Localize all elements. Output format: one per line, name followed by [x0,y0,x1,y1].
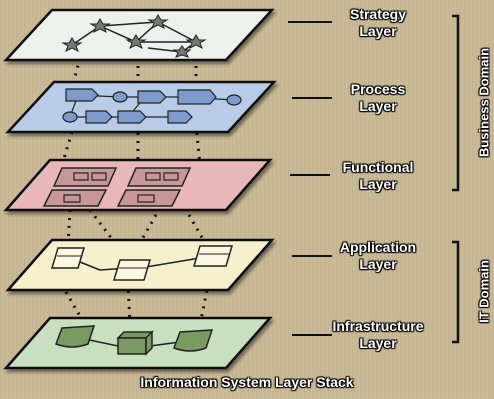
server-node-icon [55,325,96,348]
business-domain-brace [452,14,460,192]
application-layer-label: Application Layer [339,239,417,272]
process-step-icon [167,110,193,124]
function-block-icon [52,167,118,187]
application-component-icon [192,245,234,267]
strategy-layer-plane [3,8,275,62]
functional-layer-plane [3,158,273,212]
process-layer-plane [5,80,277,134]
strategy-star-icon [125,34,147,50]
process-event-icon [62,111,78,123]
it-domain-brace [452,240,460,344]
device-node-icon [117,337,147,355]
process-event-icon [112,91,128,103]
infrastructure-layer-label: Infrastructure Layer [332,318,424,351]
process-step-icon [137,90,167,104]
application-component-icon [50,247,86,269]
function-block-icon [116,189,182,207]
strategy-star-icon [185,34,207,50]
process-plane [5,80,277,134]
function-block-icon [126,167,192,187]
strategy-plane [3,8,275,62]
diagram-caption: Information System Layer Stack [140,374,354,390]
device-node-side-icon [145,330,153,356]
strategy-star-icon [61,37,83,53]
storage-node-icon [173,329,214,352]
it-domain-label: IT Domain [476,260,492,323]
process-step-icon [85,110,113,124]
process-layer-label: Process Layer [350,81,406,114]
label-leader-lines [288,21,332,336]
process-step-icon [117,110,147,124]
strategy-star-icon [89,18,111,34]
process-event-icon [226,94,242,106]
process-step-icon [177,89,217,105]
application-layer-plane [5,238,275,292]
strategy-layer-label: Strategy Layer [349,6,407,39]
process-step-icon [65,88,99,102]
infrastructure-layer-plane [3,316,273,370]
business-domain-label: Business Domain [476,47,492,158]
domain-braces [452,14,460,344]
strategy-star-icon [172,45,192,58]
application-component-icon [112,259,152,281]
strategy-star-icon [147,14,169,30]
functional-layer-label: Functional Layer [342,159,414,192]
function-block-icon [42,189,108,207]
